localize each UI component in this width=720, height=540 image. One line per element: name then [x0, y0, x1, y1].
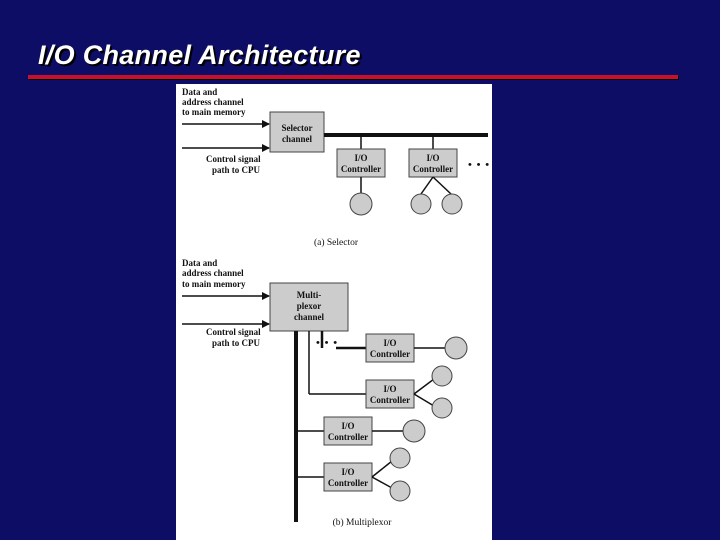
selector-channel-label-2: channel — [282, 134, 313, 144]
mux-controller-4-label-2: Controller — [328, 478, 368, 488]
mux-controller-3-label-1: I/O — [341, 421, 354, 431]
mux-ellipsis: • • • — [316, 337, 338, 349]
selector-device-2 — [410, 193, 432, 215]
mux-device-link-5 — [371, 460, 393, 478]
mux-controller-2-label-2: Controller — [370, 395, 410, 405]
mux-control-label-1: Control signal — [206, 327, 261, 337]
selector-device-1 — [349, 192, 373, 216]
selector-channel-label-1: Selector — [282, 123, 313, 133]
mux-device-link-6 — [371, 476, 393, 489]
mux-controller-2-label-1: I/O — [383, 384, 396, 394]
selector-controller-2-label-1: I/O — [426, 153, 439, 163]
selector-control-label-1: Control signal — [206, 154, 261, 164]
selector-control-label-2: path to CPU — [212, 165, 261, 175]
selector-channel-box — [269, 111, 325, 153]
mux-data-label-3: to main memory — [182, 279, 246, 289]
selector-ellipsis: • • • — [468, 159, 490, 171]
mux-controller-1 — [365, 333, 415, 363]
mux-device-2 — [431, 365, 453, 387]
mux-device-6 — [389, 480, 411, 502]
selector-controller-1-label-1: I/O — [354, 153, 367, 163]
mux-data-label-1: Data and — [182, 258, 217, 268]
selector-controller-2 — [408, 148, 458, 178]
selector-controller-1-label-2: Controller — [341, 164, 381, 174]
mux-controller-4-label-1: I/O — [341, 467, 354, 477]
selector-diagram: Data and address channel to main memory … — [182, 87, 490, 248]
title-rule — [28, 75, 678, 79]
mux-device-link-2 — [413, 378, 435, 395]
mux-device-4 — [402, 419, 426, 443]
mux-channel-label-1: Multi- — [297, 290, 322, 300]
selector-controller-2-label-2: Controller — [413, 164, 453, 174]
selector-data-label-2: address channel — [182, 97, 244, 107]
selector-device-link-3 — [432, 176, 452, 195]
mux-controller-3 — [323, 416, 373, 446]
mux-controller-3-label-2: Controller — [328, 432, 368, 442]
mux-controller-1-label-2: Controller — [370, 349, 410, 359]
slide-title: I/O Channel Architecture — [38, 40, 361, 70]
diagram-canvas: Data and address channel to main memory … — [182, 87, 490, 528]
selector-device-3 — [441, 193, 463, 215]
mux-device-1 — [444, 336, 468, 360]
selector-data-label-3: to main memory — [182, 107, 246, 117]
mux-device-link-3 — [413, 393, 435, 407]
mux-controller-2 — [365, 379, 415, 409]
mux-control-label-2: path to CPU — [212, 338, 261, 348]
selector-caption: (a) Selector — [314, 237, 359, 248]
multiplexor-caption: (b) Multiplexor — [333, 517, 393, 528]
mux-channel-label-2: plexor — [297, 301, 322, 311]
selector-data-label-1: Data and — [182, 87, 217, 97]
channel-architecture-figure: Data and address channel to main memory … — [176, 84, 492, 540]
multiplexor-diagram: Data and address channel to main memory … — [182, 258, 468, 528]
mux-controller-1-label-1: I/O — [383, 338, 396, 348]
mux-channel-label-3: channel — [294, 312, 325, 322]
mux-device-5 — [389, 447, 411, 469]
mux-channel-box — [269, 282, 349, 332]
mux-controller-4 — [323, 462, 373, 492]
selector-device-link-2 — [420, 176, 434, 195]
mux-data-label-2: address channel — [182, 268, 244, 278]
mux-device-3 — [431, 397, 453, 419]
